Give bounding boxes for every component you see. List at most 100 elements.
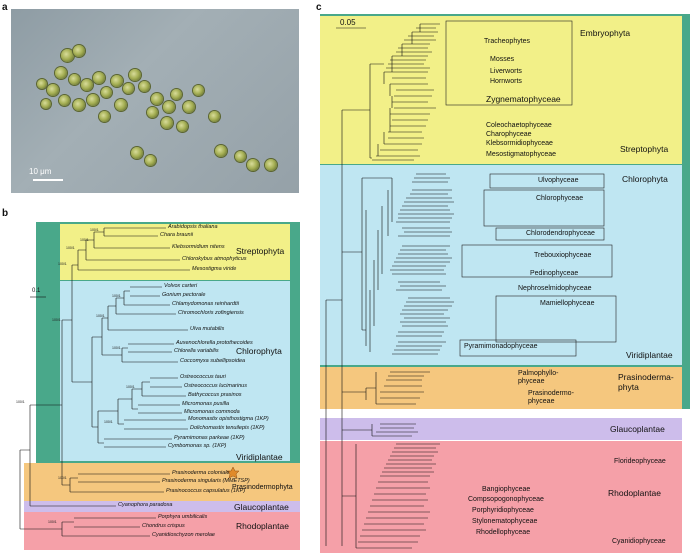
band-c-chlorophyta [320, 165, 682, 365]
algal-cell [265, 159, 277, 171]
support-value: 100/1 [96, 314, 105, 318]
band-streptophyta [60, 224, 290, 280]
algal-cell [183, 101, 195, 113]
taxon-label: Bathycoccus prasinos [188, 392, 242, 398]
clade-c-prasinodermaphyta: Prasinoderma-phyta [618, 372, 674, 392]
algal-cell [129, 69, 141, 81]
taxon-label: Coccomyxa subellipsoidea [180, 358, 246, 364]
clade-label-chlorophyta: Chlorophyta [236, 346, 282, 356]
clade-c-zygnematophyceae: Zygnematophyceae [486, 94, 561, 104]
support-value: 100/1 [126, 385, 135, 389]
support-value: 100/1 [66, 246, 75, 250]
taxon-label: Auxenochlorella protothecoides [176, 340, 253, 346]
clade-label-streptophyta: Streptophyta [236, 246, 285, 256]
clade-c-tracheophytes: Tracheophytes [484, 38, 531, 45]
taxon-label: Chlamydomonas reinhardtii [172, 301, 239, 307]
clade-c-chlorophyceae: Chlorophyceae [536, 195, 584, 202]
taxon-label: Ostreococcus lucimarinus [184, 383, 247, 389]
taxon-label: Cyanidioschyzon merolae [152, 532, 215, 538]
algal-cell [73, 99, 85, 111]
taxon-label: Ostreococcus tauri [180, 374, 226, 380]
clade-c-viridiplantae: Viridiplantae [626, 350, 673, 360]
algal-cell [115, 99, 127, 111]
taxon-label: Gonium pectorale [162, 292, 206, 298]
clade-c-charophyceae: Charophyceae [486, 131, 532, 138]
support-value: 100/1 [90, 228, 99, 232]
support-value: 100/1 [58, 262, 67, 266]
taxon-label: Prasinoderma singularis (MMETSP) [162, 478, 250, 484]
clade-c-nephroselmidophyceae: Nephroselmidophyceae [518, 285, 592, 292]
clade-c-florideophyceae: Florideophyceae [614, 458, 666, 465]
clade-c-prasinodermophyceae: Prasinodermo-phyceae [528, 390, 574, 405]
algal-cell [101, 87, 112, 98]
taxon-label: Klebsormidium nitens [172, 244, 225, 250]
band-c-rhodoplantae [320, 441, 682, 553]
taxon-label: Porphyra umbilicalis [158, 514, 208, 520]
clade-label-viridiplantae: Viridiplantae [236, 452, 283, 462]
taxon-label: Chlorokybus atmophyticus [182, 256, 247, 262]
clade-c-coleochaetophyceae: Coleochaetophyceae [486, 122, 552, 129]
algal-cell [99, 111, 110, 122]
algal-cell [147, 107, 158, 118]
taxon-label: Chondrus crispus [142, 523, 185, 529]
algal-cell [193, 85, 204, 96]
clade-c-streptophyta: Streptophyta [620, 144, 669, 154]
algal-cell [177, 121, 188, 132]
clade-c-palmophyllophyceae: Palmophyllo-phyceae [518, 370, 559, 385]
support-value: 100/1 [112, 346, 121, 350]
algal-cell [41, 99, 51, 109]
scale-bar [33, 179, 63, 181]
support-value: 100/1 [48, 520, 57, 524]
clade-c-porphyridiophyceae: Porphyridiophyceae [472, 507, 534, 514]
algal-cell [61, 49, 74, 62]
clade-c-chlorophyta: Chlorophyta [622, 174, 668, 184]
algal-cell [37, 79, 47, 89]
band-chlorophyta [60, 281, 290, 461]
clade-c-stylonematophyceae: Stylonematophyceae [472, 518, 538, 525]
algal-cell [81, 79, 93, 91]
clade-c-chlorodendrophyceae: Chlorodendrophyceae [526, 230, 595, 237]
clade-c-cyanidiophyceae: Cyanidiophyceae [612, 538, 666, 545]
support-value: 100/1 [80, 238, 89, 242]
panel-b-scale-label: 0.1 [32, 288, 41, 294]
taxon-label: Volvox carteri [164, 283, 198, 289]
algal-cell [59, 95, 70, 106]
panel-c-scale-label: 0.05 [340, 18, 356, 27]
algal-cell [247, 159, 259, 171]
clade-c-compsopogonophyceae: Compsopogonophyceae [468, 496, 544, 503]
clade-c-rhodoplantae: Rhodoplantae [608, 488, 661, 498]
star-icon [226, 466, 240, 479]
support-value: 100/1 [16, 400, 25, 404]
taxon-label: Pyramimonas parkeae (1KP) [174, 435, 245, 441]
band-c-streptophyta [320, 16, 682, 164]
algal-cell [87, 94, 99, 106]
support-value: 100/1 [58, 476, 67, 480]
clade-c-trebouxiophyceae: Trebouxiophyceae [534, 252, 592, 259]
algal-cell [131, 147, 143, 159]
algal-cell [55, 67, 67, 79]
taxon-label: Prasinoderma coloniale [172, 470, 230, 476]
clade-label-rhodoplantae: Rhodoplantae [236, 521, 289, 531]
algal-cell [123, 83, 134, 94]
algal-cell [93, 72, 105, 84]
clade-c-pedinophyceae: Pedinophyceae [530, 270, 579, 277]
support-value: 100/1 [52, 318, 61, 322]
algal-cell [163, 101, 175, 113]
taxon-label: Dolichomastix tenuilepis (1KP) [190, 425, 265, 431]
scale-bar-label: 10 μm [29, 167, 52, 176]
clade-c-ulvophyceae: Ulvophyceae [538, 177, 579, 184]
taxon-label: Ulva mutabilis [190, 326, 225, 332]
clade-label-glaucoplantae: Glaucoplantae [234, 502, 289, 512]
algal-cell [151, 93, 163, 105]
algal-cell [209, 111, 220, 122]
support-value: 100/1 [104, 420, 113, 424]
taxon-label: Cymbomonas sp. (1KP) [168, 443, 227, 449]
algal-cell [73, 45, 85, 57]
band-c-glaucoplantae [320, 418, 682, 440]
micrograph: 10 μm [11, 9, 299, 193]
taxon-label: Micromonas pusilla [182, 401, 230, 407]
taxon-label: Chromochloris zofingiensis [178, 310, 244, 316]
algal-cell [47, 84, 59, 96]
